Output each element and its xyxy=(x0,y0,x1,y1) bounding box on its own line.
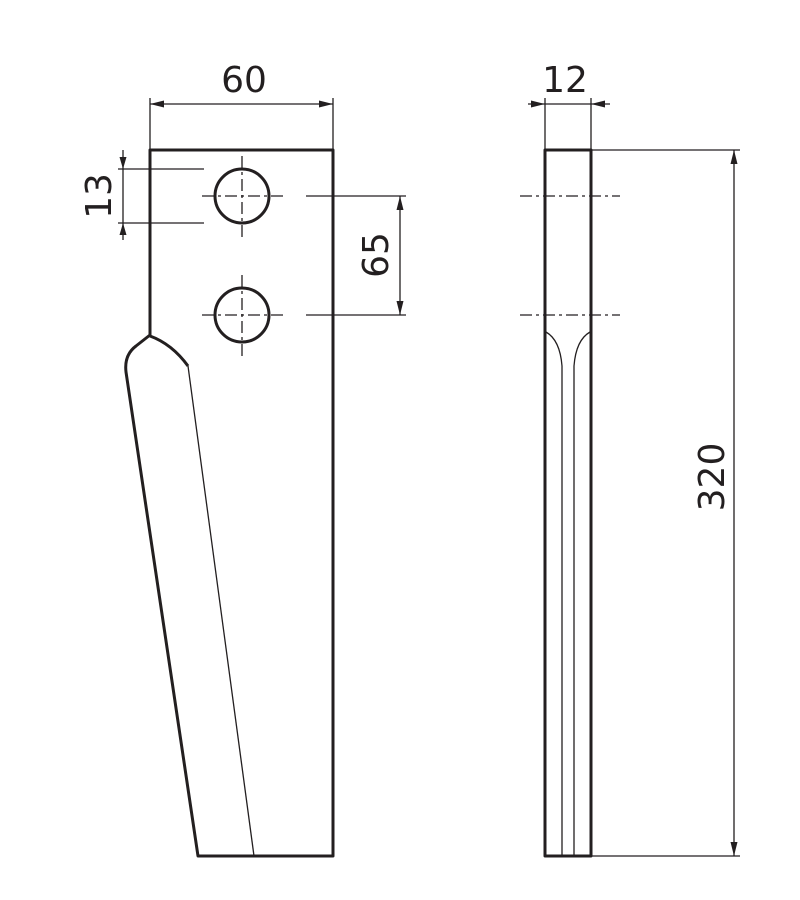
dimension-width-label: 60 xyxy=(221,60,267,101)
dimension-length-label: 320 xyxy=(692,443,733,512)
bevel-curve xyxy=(149,334,190,367)
side-bevel-right xyxy=(573,331,591,856)
front-view: 60 13 65 xyxy=(79,60,406,858)
dimension-thickness: 12 xyxy=(528,60,610,150)
dimension-length: 320 xyxy=(591,149,740,857)
side-bevel-left xyxy=(545,331,563,856)
side-outline xyxy=(543,148,593,858)
dimension-width: 60 xyxy=(149,60,334,150)
dimension-hole-spacing-label: 65 xyxy=(356,232,397,278)
upper-hole xyxy=(213,167,271,225)
dimension-hole-spacing: 65 xyxy=(306,195,406,316)
dimension-hole-diameter-label: 13 xyxy=(79,173,120,219)
bevel-line xyxy=(187,365,255,857)
side-view: 12 320 xyxy=(520,60,740,858)
dimension-hole-diameter: 13 xyxy=(79,150,204,240)
lower-hole xyxy=(213,286,271,344)
dimension-thickness-label: 12 xyxy=(542,60,588,101)
blade-outline xyxy=(124,148,335,858)
